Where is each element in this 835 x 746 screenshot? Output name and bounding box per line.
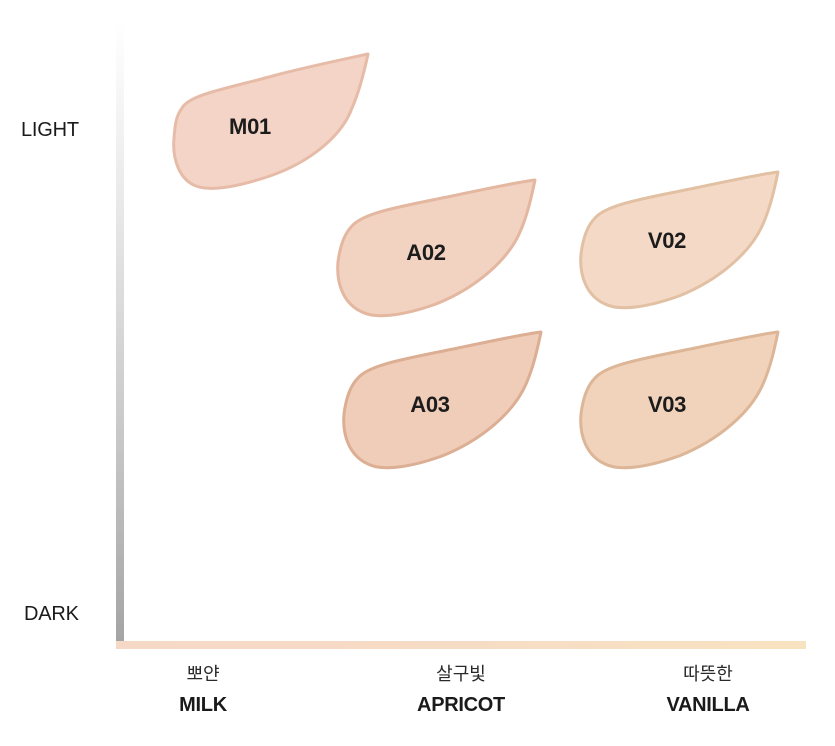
column-korean-label: 살구빛 <box>436 664 486 685</box>
lightness-axis-bar <box>116 22 124 648</box>
shade-code: V03 <box>647 392 687 417</box>
swatch-smear-shape <box>336 178 537 318</box>
shade-code: V02 <box>647 228 687 253</box>
shade-swatch-v02: V02 <box>573 170 793 320</box>
swatch-smear-shape <box>342 330 543 470</box>
column-label-milk: 뽀얀 MILK <box>103 660 303 717</box>
column-english-label: APRICOT <box>417 694 505 716</box>
shade-code: A03 <box>410 392 450 417</box>
dark-label: DARK <box>24 603 79 625</box>
shade-swatch-a03: A03 <box>336 330 556 480</box>
light-label: LIGHT <box>21 119 79 141</box>
column-korean-label: 따뜻한 <box>683 664 733 685</box>
undertone-axis-bar <box>116 641 806 649</box>
column-label-vanilla: 따뜻한 VANILLA <box>608 660 808 717</box>
shade-code: M01 <box>229 114 271 139</box>
column-label-apricot: 살구빛 APRICOT <box>361 660 561 717</box>
shade-swatch-m01: M01 <box>160 50 380 200</box>
swatch-smear-shape <box>579 170 780 310</box>
shade-swatch-v03: V03 <box>573 330 793 480</box>
column-english-label: VANILLA <box>666 694 750 716</box>
column-korean-label: 뽀얀 <box>186 664 220 685</box>
shade-swatch-a02: A02 <box>330 178 550 328</box>
swatch-smear-shape <box>579 330 780 470</box>
shade-code: A02 <box>406 240 446 265</box>
column-english-label: MILK <box>179 694 227 716</box>
swatch-smear-shape <box>172 52 370 190</box>
